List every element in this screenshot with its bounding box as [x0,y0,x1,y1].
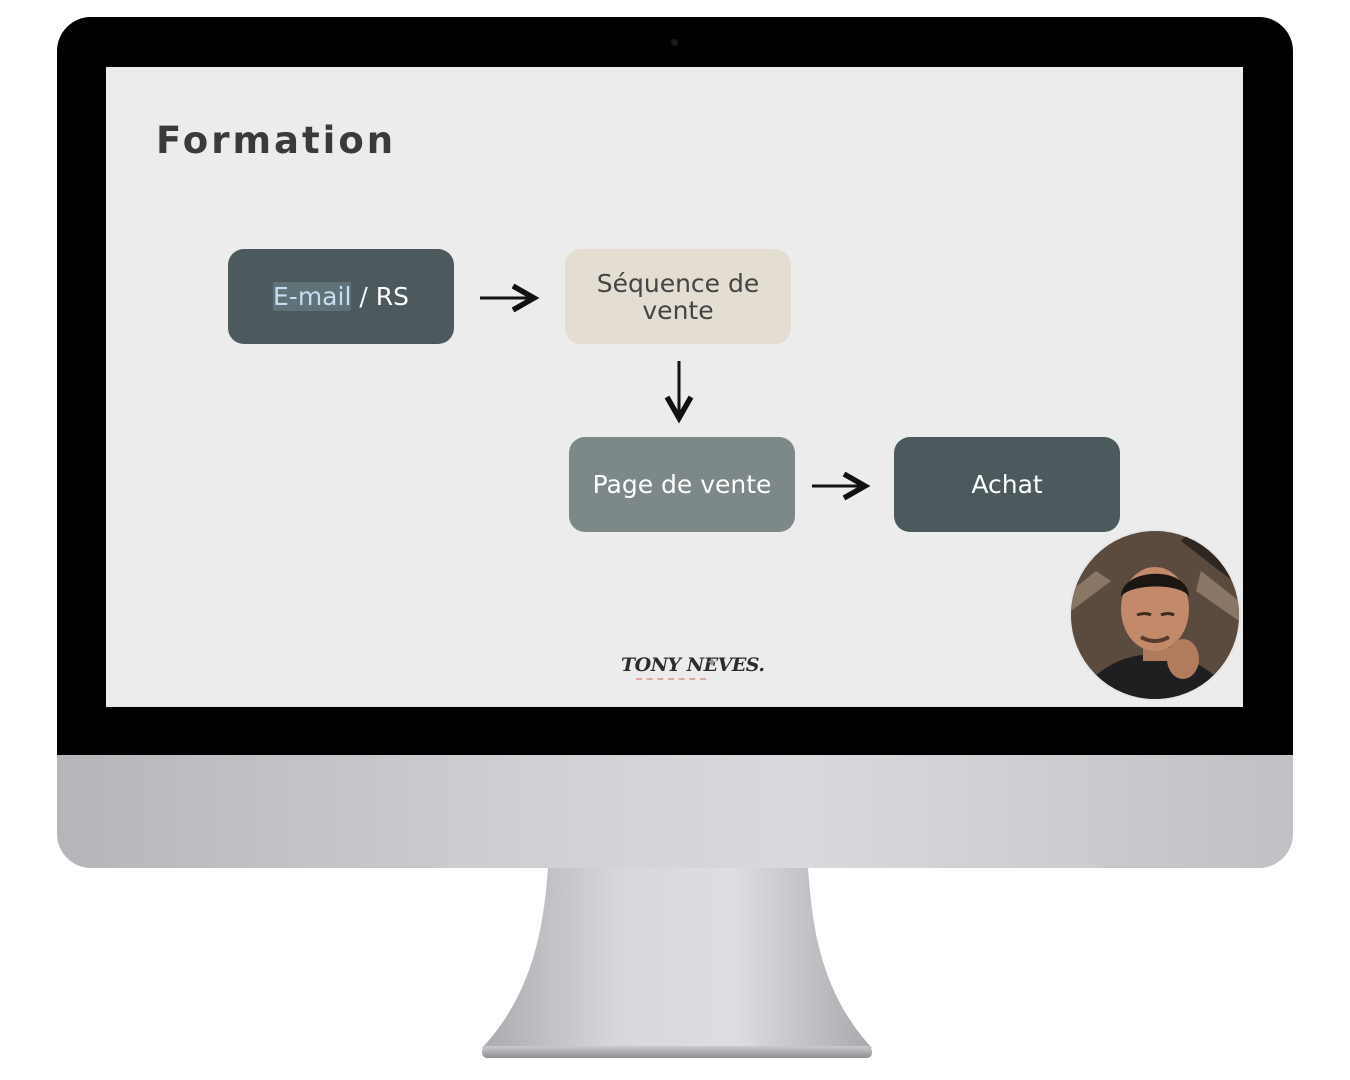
node-purchase-label: Achat [971,470,1043,499]
node-sales-sequence-label: Séquence de vente [596,268,760,325]
node-sales-sequence: Séquence de vente [565,249,791,344]
text-selection-highlight: E-mail [273,282,352,311]
node-sales-page: Page de vente [569,437,795,532]
brand-logo: TONY NEVES. [621,654,765,676]
monitor-chin [57,755,1293,868]
slide-screen: Formation E-mail / RS Séquence de vente … [106,67,1243,707]
node-email-rs-label: / RS [351,282,409,311]
brand-logo-underline [636,678,706,680]
presenter-portrait [1071,531,1239,699]
node-email-rs: E-mail / RS [228,249,454,344]
slide-title: Formation [156,119,397,162]
flow-arrows [480,283,871,501]
camera-dot [671,39,678,46]
presenter-webcam [1071,531,1239,699]
node-purchase: Achat [894,437,1120,532]
node-sales-page-label: Page de vente [592,470,772,499]
sparkle-icon: ✦ [706,655,718,671]
